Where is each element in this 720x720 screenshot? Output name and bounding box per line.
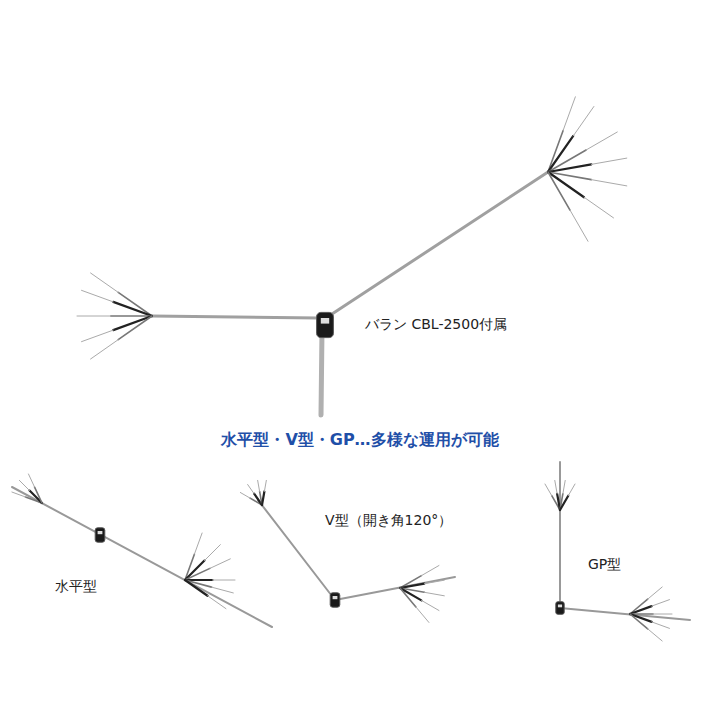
mast [321,330,322,415]
element-rod [335,577,455,600]
element-rod [332,172,548,314]
capacity-hat-spoke [560,496,568,510]
capacity-hat-spoke [630,606,652,614]
antenna-drawing [12,97,690,641]
capacity-hat-spoke [586,132,617,150]
capacity-hat-spoke [648,587,662,599]
capacity-hat-spoke [82,290,114,302]
capacity-hat-spoke [185,568,210,580]
element-rod [12,487,272,627]
capacity-hat-spoke [584,197,613,218]
capacity-hat-spoke [12,492,26,497]
type-label: GP型 [588,556,621,573]
balun-detail [333,596,338,599]
capacity-hat-spoke [91,340,119,359]
capacity-hat-spoke [424,580,444,584]
capacity-hat-spoke [421,600,439,610]
capacity-hat-spoke [557,494,560,510]
balun-box [556,602,564,615]
capacity-hat-spoke [400,584,424,588]
capacity-hat-spoke [570,210,588,241]
capacity-hat-spoke [185,580,208,596]
capacity-hat-spoke [262,491,264,505]
part-label: バラン CBL-2500付属 [365,316,507,333]
capacity-hat-spoke [185,561,204,580]
capacity-hat-spoke [548,136,573,172]
balun-box [95,528,105,542]
capacity-hat-spoke [113,302,152,316]
capacity-hat-spoke [421,566,439,576]
capacity-hat-spoke [35,487,42,503]
balun-detail [558,605,562,608]
capacity-hat-spoke [19,480,29,490]
capacity-hat-spoke [591,180,626,186]
capacity-hat-spoke [113,316,152,330]
balun-detail [98,531,103,534]
capacity-hat-spoke [652,622,670,628]
capacity-hat-spoke [573,106,594,135]
capacity-hat-spoke [563,97,575,131]
element-rod [560,608,690,620]
capacity-hat-spoke [194,533,202,554]
element-rod [258,500,335,600]
capacity-hat-spoke [400,588,421,600]
capacity-hat-spoke [652,600,670,606]
capacity-hat-spoke [563,480,565,493]
element-rod [152,316,318,318]
capacity-hat-spoke [424,592,444,596]
capacity-hat-spoke [548,172,584,197]
capacity-hat-spoke [653,614,672,615]
capacity-hat-spoke [118,292,152,316]
capacity-hat-spoke [555,480,557,493]
capacity-hat-spoke [258,480,260,491]
type-label: V型（開き角120°） [325,512,452,529]
capacity-hat-spoke [111,315,152,317]
capacity-hat-spoke [548,172,570,210]
capacity-hat-spoke [91,273,119,292]
capacity-hat-spoke [548,164,591,172]
capacity-hat-spoke [248,485,254,494]
balun-detail [321,318,329,324]
capacity-hat-spoke [568,484,575,496]
capacity-hat-spoke [30,491,42,503]
type-label: 水平型 [55,578,97,595]
capacity-hat-spoke [208,596,226,609]
balun-box [317,312,334,337]
capacity-hat-spoke [213,580,236,581]
capacity-hat-spoke [204,545,220,561]
capacity-hat-spoke [28,474,34,487]
capacity-hat-spoke [240,493,250,499]
capacity-hat-spoke [591,158,626,164]
capacity-hat-spoke [212,587,234,593]
capacity-hat-spoke [400,588,416,607]
capacity-hat-spoke [416,607,429,623]
balun-box [330,593,340,607]
capacity-hat-spoke [264,480,266,491]
capacity-hat-spoke [545,484,552,496]
capacity-hat-spoke [630,614,648,629]
capacity-hat-spoke [118,316,152,340]
capacity-hat-spoke [77,316,111,317]
capacity-hat-spoke [82,330,114,342]
capacity-hat-spoke [210,559,230,569]
capacity-hat-spoke [648,629,662,641]
capacity-hat-spoke [630,614,652,622]
feature-note: 水平型・V型・GP…多様な運用が可能 [221,430,498,449]
element-rod [559,462,561,605]
capacity-hat-spoke [548,131,563,172]
